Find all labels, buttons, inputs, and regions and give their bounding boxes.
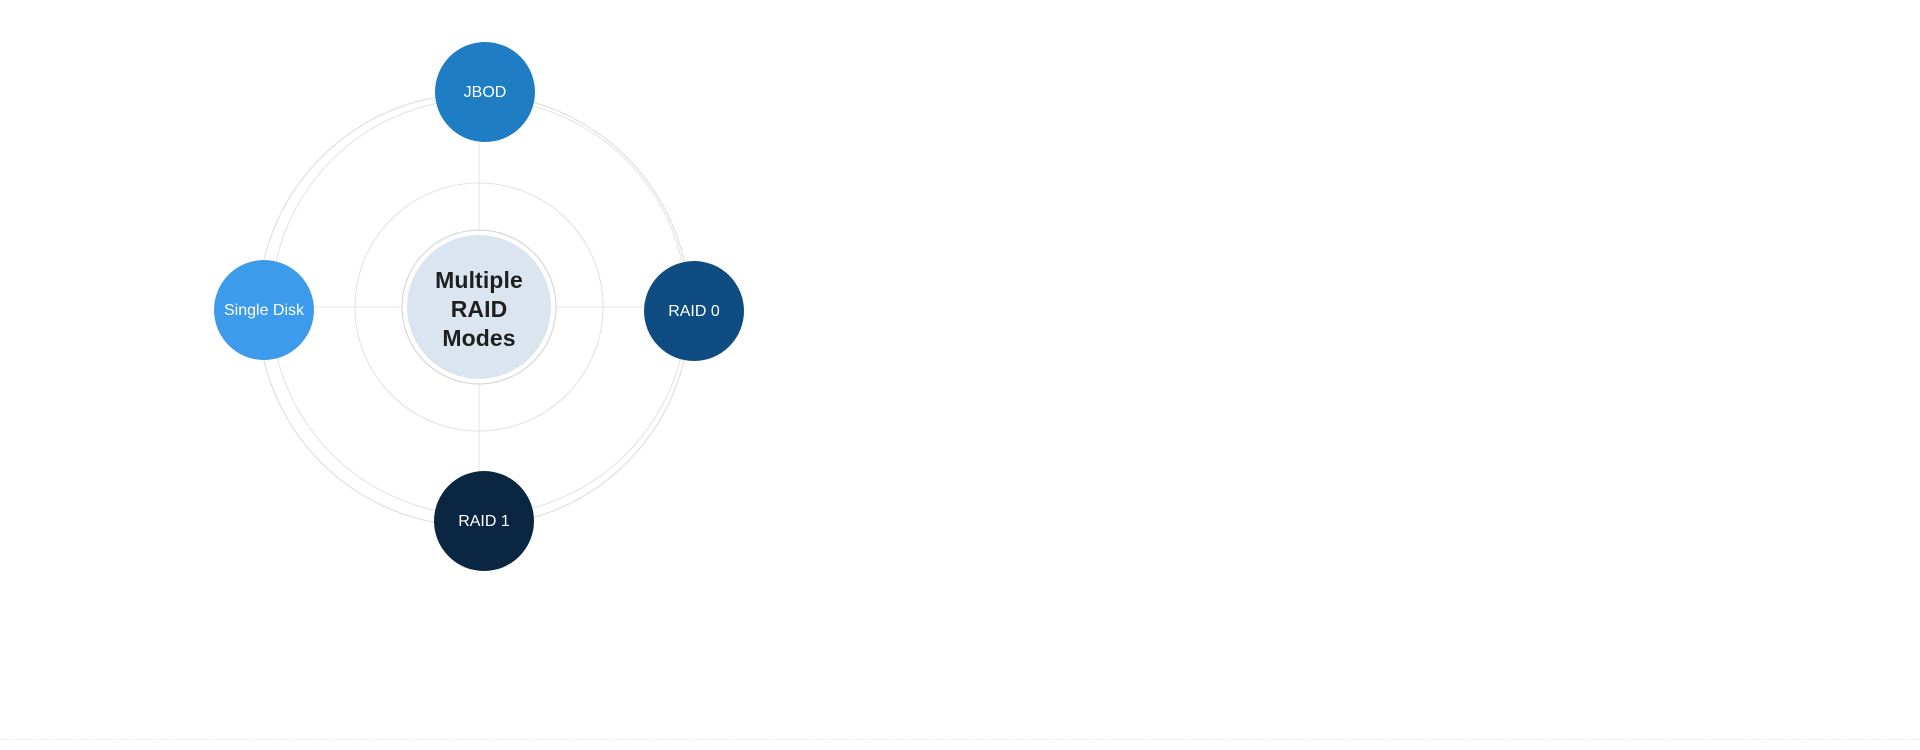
node-raid-0[interactable]: RAID 0	[644, 261, 744, 361]
hub-label-line-2: RAID	[451, 296, 508, 322]
node-raid-0-label: RAID 0	[668, 303, 720, 320]
node-raid-1[interactable]: RAID 1	[434, 471, 534, 571]
node-jbod-label: JBOD	[464, 84, 507, 101]
node-jbod[interactable]: JBOD	[435, 42, 535, 142]
node-single-disk-circle	[214, 260, 314, 360]
hub-inner-disc	[407, 235, 551, 379]
hub-label-line-1: Multiple	[435, 267, 523, 293]
node-raid-1-circle	[434, 471, 534, 571]
node-jbod-circle	[435, 42, 535, 142]
bottom-divider	[0, 739, 1920, 740]
node-raid-0-circle	[644, 261, 744, 361]
node-raid-1-label: RAID 1	[458, 513, 510, 530]
hub-group[interactable]: Multiple RAID Modes	[401, 229, 557, 385]
node-single-disk-label: Single Disk	[224, 302, 305, 319]
node-single-disk[interactable]: Single Disk	[214, 260, 314, 360]
hub-label-line-3: Modes	[442, 325, 515, 351]
